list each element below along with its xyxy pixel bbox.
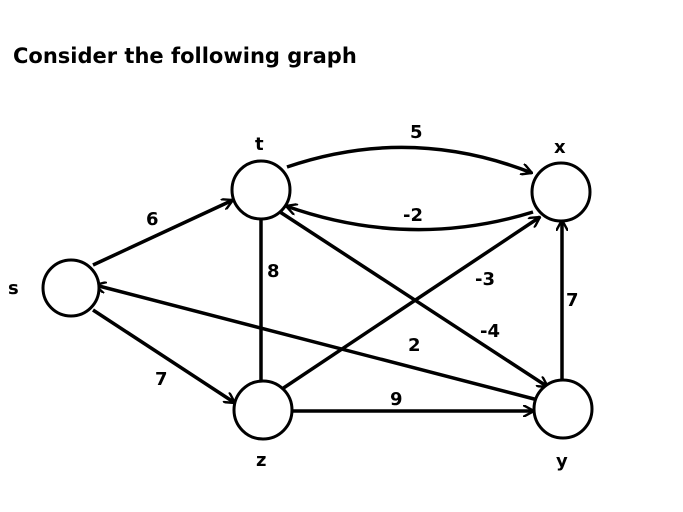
weight-s-z: 7 bbox=[155, 369, 168, 390]
edge-z-x bbox=[281, 215, 540, 391]
node-x bbox=[530, 161, 592, 223]
edge-t-x bbox=[286, 145, 532, 173]
node-y bbox=[532, 378, 594, 440]
edge-y-s bbox=[95, 285, 539, 402]
weight-t-z: 8 bbox=[267, 261, 280, 282]
edge-s-t bbox=[92, 200, 233, 267]
node-label-s: s bbox=[8, 278, 19, 299]
weight-y-x: 7 bbox=[566, 290, 579, 311]
node-label-z: z bbox=[256, 450, 266, 471]
weight-z-x: -3 bbox=[475, 269, 495, 290]
edge-s-z bbox=[92, 308, 235, 405]
node-label-x: x bbox=[554, 137, 566, 158]
weight-x-t: -2 bbox=[403, 205, 423, 226]
edge-x-t bbox=[286, 206, 534, 232]
weight-t-x: 5 bbox=[410, 122, 423, 143]
node-s bbox=[41, 258, 101, 318]
node-label-y: y bbox=[556, 451, 568, 472]
edge-weights: 6 7 5 -2 8 -4 -3 9 7 2 bbox=[146, 122, 579, 410]
nodes bbox=[41, 159, 594, 441]
node-z bbox=[232, 379, 294, 441]
edges bbox=[92, 145, 562, 411]
page-title: Consider the following graph bbox=[13, 44, 357, 68]
weight-y-s: 2 bbox=[408, 335, 421, 356]
weight-s-t: 6 bbox=[146, 209, 159, 230]
node-labels: s t x y z bbox=[8, 134, 568, 472]
node-label-t: t bbox=[255, 134, 264, 155]
weight-z-y: 9 bbox=[390, 389, 403, 410]
node-t bbox=[230, 159, 292, 221]
weight-t-y: -4 bbox=[480, 321, 500, 342]
